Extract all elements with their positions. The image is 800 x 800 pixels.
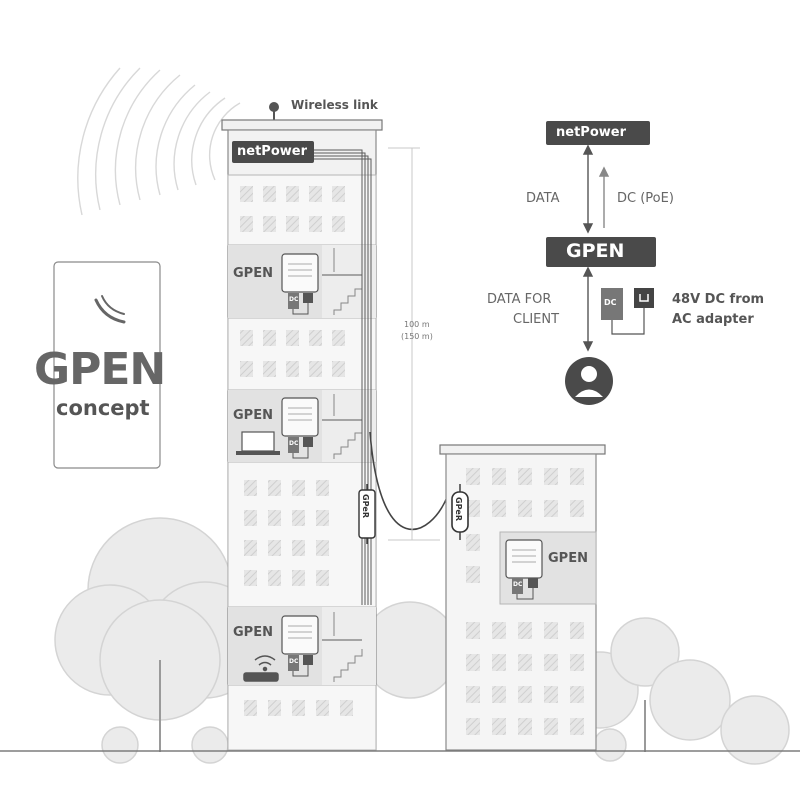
gpen-device-annex xyxy=(505,539,543,600)
annex-building xyxy=(439,444,606,751)
gpen-label-floor-3: GPEN xyxy=(233,625,273,640)
dc-label-floor-1: DC xyxy=(289,296,299,303)
legend-data-client-line1: DATA FOR xyxy=(487,292,552,307)
distance-label-alt: (150 m) xyxy=(401,332,433,341)
gpen-label-floor-1: GPEN xyxy=(233,266,273,281)
tower-netpower-label: netPower xyxy=(237,144,307,159)
tower-netpower-box xyxy=(232,141,314,163)
annex-gpen-label: GPEN xyxy=(548,551,588,566)
legend-gpen-label: GPEN xyxy=(566,240,625,262)
legend-dc-adapter xyxy=(601,288,654,335)
gper-label-annex: GPeR xyxy=(454,497,463,522)
annex-dc-label: DC xyxy=(513,581,523,588)
legend-adapter-line1: 48V DC from xyxy=(672,292,765,307)
gper-repeater-annex xyxy=(451,484,469,540)
legend-gpen-box xyxy=(546,237,656,267)
gpen-device-2 xyxy=(281,397,319,459)
concept-title: GPEN xyxy=(34,344,166,395)
legend-netpower-label: netPower xyxy=(556,125,626,140)
gpen-device-3 xyxy=(281,615,319,677)
gpen-label-floor-2: GPEN xyxy=(233,408,273,423)
distance-label: 100 m xyxy=(404,320,430,329)
dc-label-floor-2: DC xyxy=(289,440,299,447)
dc-label-floor-3: DC xyxy=(289,658,299,665)
stairs xyxy=(333,248,363,682)
concept-subtitle: concept xyxy=(56,396,150,420)
distance-dimension xyxy=(388,147,440,541)
window-grid xyxy=(240,186,584,735)
legend-dc-label: DC xyxy=(604,298,617,307)
legend-dc-poe-label: DC (PoE) xyxy=(617,191,674,206)
legend-arrows xyxy=(582,144,610,352)
gper-repeater-tower xyxy=(358,484,376,544)
user-icon xyxy=(565,357,613,405)
background-trees xyxy=(54,517,790,765)
tree-trunks xyxy=(159,660,646,752)
wireless-link-label: Wireless link xyxy=(291,98,378,112)
legend-data-label: DATA xyxy=(526,191,560,206)
gper-label-tower: GPeR xyxy=(361,494,370,519)
concept-logo-icon xyxy=(94,295,126,324)
concept-card xyxy=(53,261,161,469)
gpen-device-1 xyxy=(281,253,319,315)
legend-data-client-line2: CLIENT xyxy=(513,312,560,327)
wireless-waves xyxy=(77,67,241,216)
legend-netpower-box xyxy=(546,121,650,145)
laptop-icon xyxy=(236,431,280,455)
wifi-router-icon xyxy=(243,655,279,682)
legend-adapter-line2: AC adapter xyxy=(672,312,754,327)
riser-cables xyxy=(312,149,372,641)
